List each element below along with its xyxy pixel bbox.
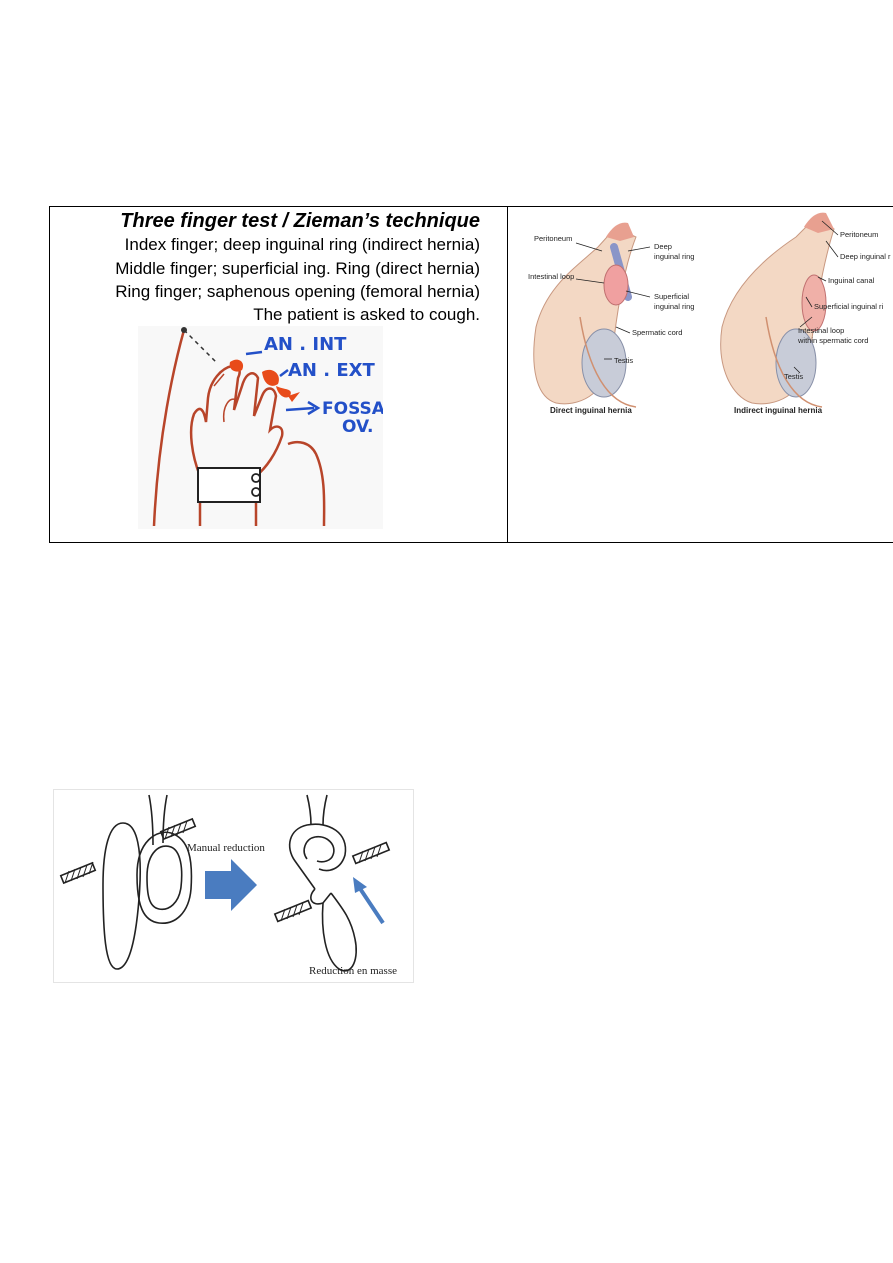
manual-reduction-label: Manual reduction (187, 842, 265, 854)
caption-indirect-hernia: Indirect inguinal hernia (734, 406, 823, 415)
anatomy-cell: Peritoneum Deep inguinal ring Intestinal… (507, 206, 893, 543)
label-intestinal-loop-left: Intestinal loop (528, 272, 574, 281)
label-inguinal-canal-right: Inguinal canal (828, 276, 875, 285)
ring-finger-line: Ring finger; saphenous opening (femoral … (115, 282, 480, 301)
test-title: Three finger test / Zieman’s technique (120, 210, 480, 232)
label-inguinal-ring-left: inguinal ring (654, 252, 694, 261)
label-within-cord-right: within spermatic cord (797, 336, 868, 345)
three-finger-hand-illustration: AN . INT AN . EXT FOSSA OV. (138, 326, 383, 529)
label-an-int: AN . INT (264, 334, 347, 355)
label-testis-right: Testis (784, 372, 803, 381)
label-intestinal-loop-right: Intestinal loop (798, 326, 844, 335)
label-superficial-ring-right: Superficial inguinal ri (814, 302, 884, 311)
three-finger-cell: Three finger test / Zieman’s technique I… (49, 206, 508, 543)
reduction-en-masse-illustration: Manual reduction Reduction en masse (53, 789, 414, 983)
label-ov: OV. (342, 417, 373, 437)
index-finger-line: Index finger; deep inguinal ring (indire… (124, 235, 480, 254)
label-peritoneum-right: Peritoneum (840, 230, 878, 239)
middle-finger-line: Middle finger; superficial ing. Ring (di… (115, 259, 480, 278)
content-table: Three finger test / Zieman’s technique I… (49, 206, 893, 543)
label-fossa: FOSSA (322, 399, 383, 419)
label-deep-ring-right: Deep inguinal r (840, 252, 891, 261)
label-testis-left: Testis (614, 356, 633, 365)
label-an-ext: AN . EXT (288, 360, 376, 381)
inguinal-hernia-illustration: Peritoneum Deep inguinal ring Intestinal… (528, 212, 891, 415)
cough-line: The patient is asked to cough. (253, 305, 480, 324)
label-deep-left: Deep (654, 242, 672, 251)
reduction-en-masse-label: Reduction en masse (309, 965, 397, 977)
label-spermatic-cord-left: Spermatic cord (632, 328, 682, 337)
label-superficial-ring-left: inguinal ring (654, 302, 694, 311)
label-superficial-left: Superficial (654, 292, 689, 301)
label-peritoneum-left: Peritoneum (534, 234, 572, 243)
caption-direct-hernia: Direct inguinal hernia (550, 406, 632, 415)
